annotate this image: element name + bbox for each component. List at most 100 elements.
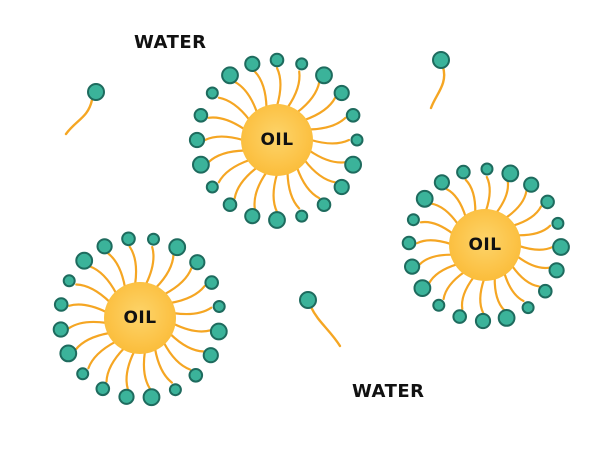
hydrophobic-tail: [272, 172, 279, 214]
free-surfactant-molecule: [64, 83, 105, 136]
hydrophilic-head: [433, 174, 450, 191]
free-surfactant-molecule: [429, 51, 450, 110]
hydrophilic-head: [333, 84, 350, 102]
hydrophobic-tail: [517, 244, 555, 251]
hydrophilic-head: [538, 283, 553, 299]
hydrophobic-tail: [172, 322, 213, 333]
hydrophobic-tail: [128, 245, 138, 286]
hydrophilic-head: [299, 291, 317, 309]
water-label-bottom: WATER: [352, 381, 425, 402]
hydrophobic-tail: [503, 271, 525, 303]
hydrophilic-head: [188, 131, 206, 149]
hydrophobic-tail: [169, 285, 206, 305]
hydrophobic-tail: [479, 277, 486, 315]
hydrophilic-head: [432, 298, 446, 312]
micelle-bottom-left: [52, 231, 228, 407]
hydrophilic-head: [474, 312, 492, 330]
hydrophilic-head: [76, 367, 90, 381]
hydrophilic-head: [188, 368, 204, 383]
hydrophobic-tail: [172, 306, 213, 316]
hydrophobic-tail: [153, 347, 173, 384]
hydrophobic-tail: [144, 245, 155, 286]
hydrophobic-tail: [64, 98, 94, 136]
hydrophobic-tail: [275, 66, 282, 108]
hydrophilic-head: [221, 66, 239, 85]
hydrophobic-tail: [460, 276, 475, 311]
hydrophilic-head: [209, 322, 228, 341]
hydrophilic-head: [523, 176, 540, 193]
hydrophobic-tail: [445, 187, 467, 219]
hydrophilic-head: [204, 275, 219, 290]
hydrophilic-head: [333, 178, 350, 196]
hydrophobic-tail: [203, 135, 245, 142]
hydrophobic-tail: [442, 270, 466, 301]
hydrophobic-tail: [429, 202, 460, 226]
oil-label: OIL: [468, 235, 501, 255]
hydrophobic-tail: [74, 331, 111, 351]
hydrophobic-tail: [67, 303, 108, 314]
hydrophilic-head: [269, 52, 285, 68]
hydrophobic-tail: [233, 80, 259, 114]
hydrophilic-head: [551, 216, 565, 230]
oil-label: OIL: [260, 130, 293, 150]
hydrophilic-head: [315, 66, 333, 85]
hydrophilic-head: [295, 57, 309, 71]
hydrophilic-head: [406, 213, 420, 227]
hydrophilic-head: [205, 86, 219, 100]
hydrophobic-tail: [493, 276, 506, 312]
hydrophobic-tail: [88, 265, 118, 295]
hydrophobic-tail: [418, 253, 454, 266]
hydrophilic-head: [192, 155, 210, 174]
oil-core: [449, 209, 521, 281]
hydrophobic-tail: [105, 347, 126, 383]
micelle-top-center: [188, 52, 364, 229]
hydrophilic-head: [401, 235, 417, 251]
hydrophobic-tail: [207, 116, 246, 131]
hydrophilic-head: [75, 251, 94, 270]
hydrophilic-head: [212, 300, 226, 313]
hydrophobic-tail: [504, 189, 528, 220]
hydrophobic-tail: [207, 149, 246, 164]
hydrophobic-tail: [429, 65, 446, 110]
hydrophilic-head: [456, 164, 471, 180]
hydrophilic-head: [244, 208, 261, 225]
hydrophobic-tail: [253, 70, 268, 109]
hydrophobic-tail: [516, 224, 552, 237]
hydrophobic-tail: [309, 305, 342, 348]
hydrophilic-head: [168, 238, 187, 257]
hydrophobic-tail: [125, 350, 136, 391]
hydrophilic-head: [413, 279, 432, 298]
hydrophilic-head: [501, 164, 520, 183]
hydrophobic-tail: [419, 220, 454, 235]
hydrophilic-head: [193, 108, 209, 123]
hydrophilic-head: [432, 51, 450, 69]
hydrophobic-tail: [142, 350, 152, 391]
hydrophobic-tail: [87, 340, 117, 370]
hydrophobic-tail: [309, 138, 351, 145]
hydrophobic-tail: [511, 205, 543, 227]
hydrophilic-head: [552, 238, 570, 256]
hydrophilic-head: [121, 231, 136, 247]
hydrophobic-tail: [107, 252, 127, 289]
hydrophilic-head: [415, 189, 434, 208]
oil-label: OIL: [123, 308, 156, 328]
oil-core: [104, 282, 176, 354]
hydrophobic-tail: [464, 178, 477, 214]
hydrophobic-tail: [415, 239, 453, 246]
hydrophobic-tail: [308, 116, 347, 131]
hydrophilic-head: [521, 301, 535, 315]
hydrophobic-tail: [75, 283, 111, 304]
hydrophilic-head: [222, 197, 238, 212]
hydrophobic-tail: [484, 175, 491, 213]
hydrophilic-head: [205, 180, 219, 194]
hydrophilic-head: [59, 344, 78, 363]
hydrophilic-head: [53, 297, 69, 312]
hydrophobic-tail: [510, 264, 541, 288]
hydrophobic-tail: [162, 341, 192, 371]
hydrophilic-head: [62, 274, 76, 288]
hydrophilic-head: [87, 83, 105, 101]
hydrophilic-head: [202, 347, 219, 364]
water-label-top: WATER: [134, 32, 207, 53]
hydrophilic-head: [404, 258, 421, 275]
